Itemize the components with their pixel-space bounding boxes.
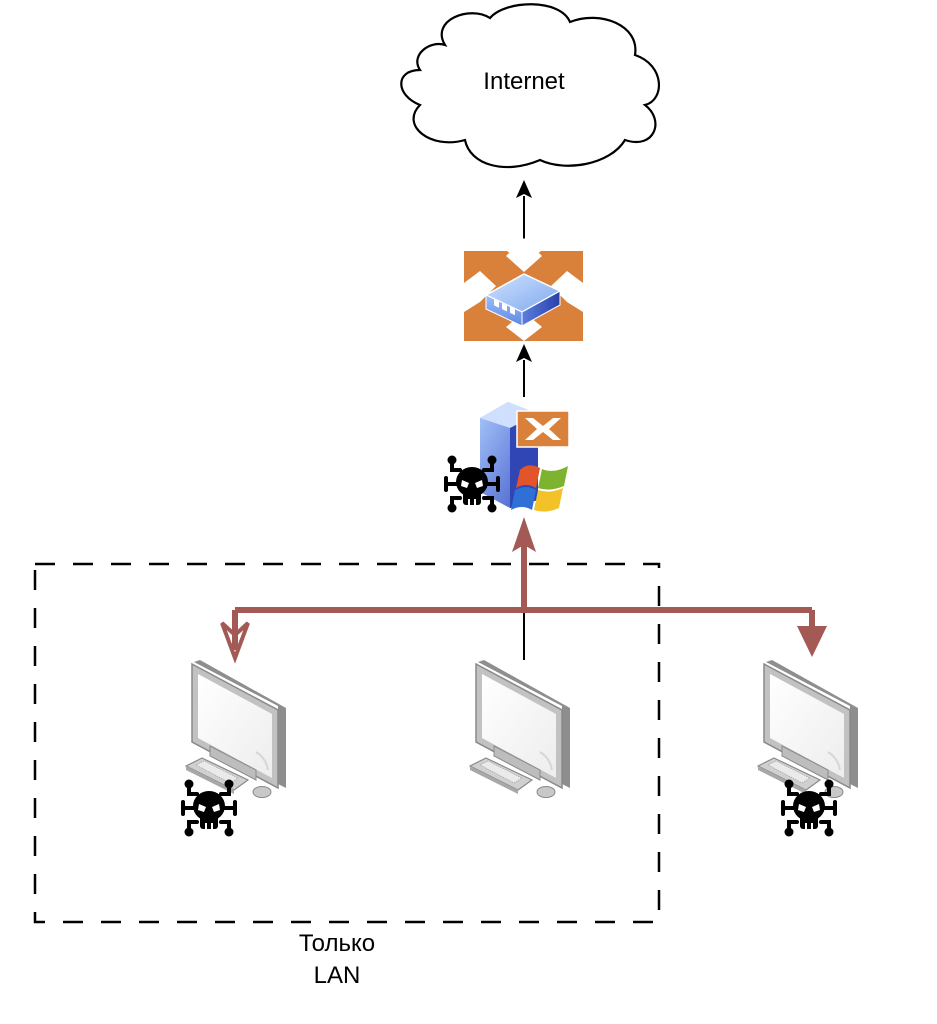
attack-arrowhead-down-open-icon <box>220 621 250 664</box>
pc-right-desktop-icon[interactable] <box>757 659 859 799</box>
lan-zone-boundary <box>33 562 661 924</box>
windows-logo-icon <box>511 465 568 512</box>
gateway-server-icon[interactable] <box>480 402 570 512</box>
malware-skull-icon <box>444 453 500 515</box>
malware-skull-icon <box>181 777 237 839</box>
attack-arrowhead-down-icon <box>797 626 827 657</box>
arrowhead-up-icon <box>516 180 532 198</box>
lan-zone-label-line1: Только <box>299 930 375 957</box>
attack-arrowhead-up-icon <box>512 517 536 552</box>
pc-center-desktop-icon[interactable] <box>469 659 571 799</box>
lan-zone-label-line2: LAN <box>314 962 361 989</box>
internet-label: Internet <box>483 68 565 95</box>
router-icon[interactable] <box>464 238 583 341</box>
internet-cloud[interactable]: Internet <box>400 3 660 169</box>
edge-gateway-to-router <box>516 344 532 397</box>
pc-left-desktop-icon[interactable] <box>185 659 287 799</box>
attack-edges <box>220 517 827 664</box>
arrowhead-up-icon <box>516 344 532 362</box>
